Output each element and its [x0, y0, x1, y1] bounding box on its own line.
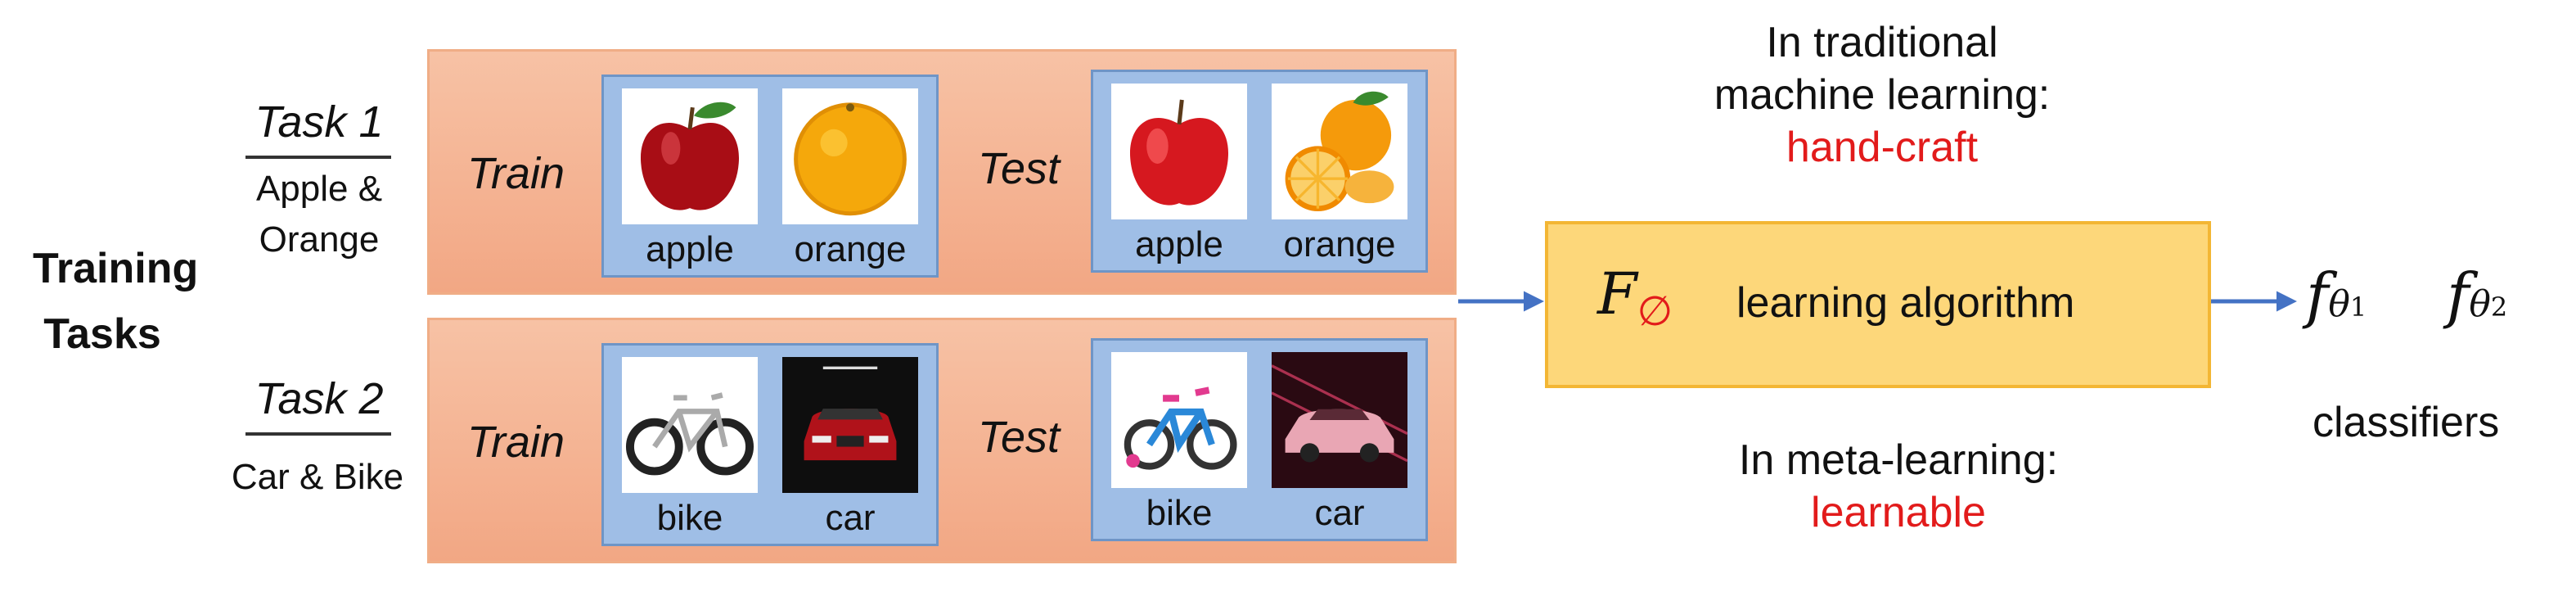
meta-note-line: In meta-learning: — [1738, 436, 2059, 484]
algorithm-label: learning algorithm — [1736, 279, 2075, 327]
apple-image — [622, 88, 758, 224]
traditional-note-line1: In traditional — [1766, 19, 1998, 66]
learning-algorithm-box: F∅ learning algorithm — [1545, 221, 2211, 388]
classifier-f1: fθ1 — [2306, 260, 2367, 331]
task2-title: Task 2 — [254, 374, 384, 423]
algorithm-symbol: F∅ — [1597, 260, 1673, 335]
task2-subtitle: Car & Bike — [231, 457, 404, 497]
caption-apple: apple — [646, 229, 734, 269]
traditional-note-highlight: hand-craft — [1786, 124, 1979, 171]
caption-bike: bike — [1146, 493, 1213, 533]
task1-train-label: Train — [467, 149, 565, 198]
task2-train-images: bike car — [601, 343, 939, 546]
task2-test-images: bike car — [1091, 338, 1428, 541]
caption-bike: bike — [656, 498, 723, 538]
task1-subtitle-line2: Orange — [259, 219, 380, 260]
caption-car: car — [825, 498, 876, 538]
caption-orange: orange — [794, 229, 907, 269]
orange-image — [782, 88, 918, 224]
task2-test-label: Test — [978, 413, 1061, 462]
task1-test-label: Test — [978, 144, 1061, 193]
caption-car: car — [1314, 493, 1365, 533]
classifiers-label: classifiers — [2313, 399, 2500, 446]
bike-image — [622, 357, 758, 493]
orange-slices-image — [1272, 84, 1407, 219]
arrows-layer — [1458, 291, 2297, 312]
caption-apple: apple — [1135, 224, 1223, 264]
task1-subtitle-line1: Apple & — [255, 169, 383, 209]
task2-underline — [245, 432, 391, 436]
task1-train-images: apple orange — [601, 75, 939, 278]
task1-test-images: apple orange — [1091, 70, 1428, 273]
task2-panel: Train bike car Test bike car — [427, 318, 1457, 563]
caption-orange: orange — [1283, 224, 1396, 264]
meta-note-highlight: learnable — [1811, 489, 1986, 536]
meta-note: In meta-learning: learnable — [1637, 434, 2160, 539]
kids-bike-image — [1111, 352, 1247, 488]
traditional-note-line2: machine learning: — [1714, 71, 2051, 119]
car-image — [782, 357, 918, 493]
apple-image — [1111, 84, 1247, 219]
traditional-note: In traditional machine learning: hand-cr… — [1620, 16, 2144, 174]
classifier-f2: fθ2 — [2447, 260, 2508, 331]
task1-panel: Train apple orange Test apple orange — [427, 49, 1457, 295]
pink-car-image — [1272, 352, 1407, 488]
task2-train-label: Train — [467, 418, 565, 467]
task1-subtitle: Apple & Orange — [237, 164, 401, 265]
training-tasks-label: Training Tasks — [33, 245, 199, 358]
task1-title: Task 1 — [254, 97, 384, 147]
task1-underline — [245, 156, 391, 159]
